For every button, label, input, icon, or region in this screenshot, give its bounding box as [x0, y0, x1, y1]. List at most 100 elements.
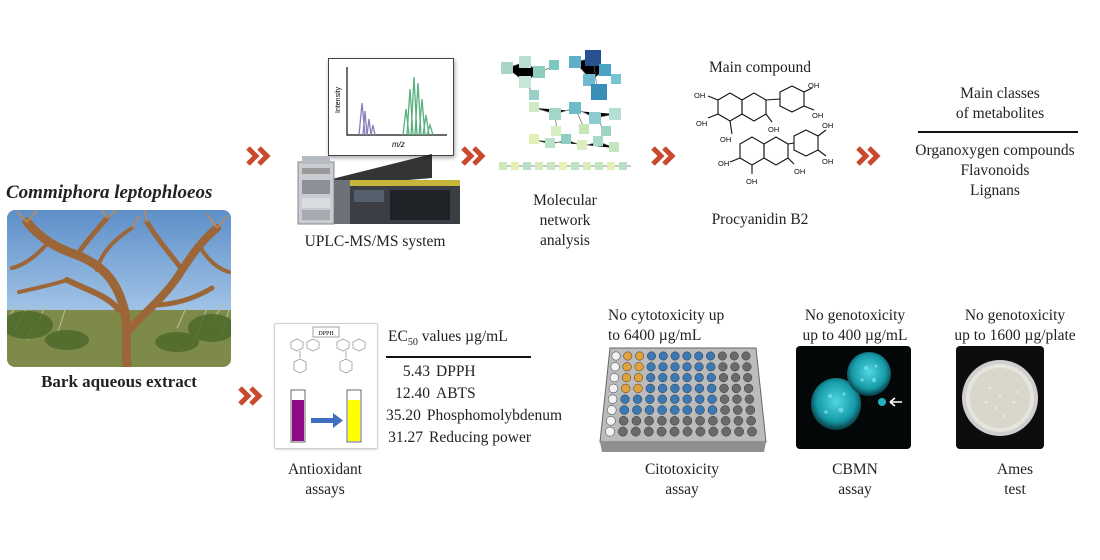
assay-name: ABTS	[436, 385, 476, 403]
plate-well	[670, 373, 680, 383]
plate-well	[618, 416, 629, 426]
y-axis-label: Intensity	[335, 86, 342, 113]
yellow-tube-fill	[348, 400, 360, 441]
plate-well	[746, 416, 756, 426]
plate-well	[670, 394, 680, 404]
assay-name: Reducing power	[428, 429, 531, 447]
molecular-network-image	[499, 50, 631, 170]
petri-dish-image	[956, 346, 1044, 449]
plate-well	[733, 416, 744, 426]
plate-well	[670, 362, 680, 372]
table-row: 12.40 ABTS	[386, 383, 531, 405]
ec50-value: 35.20	[386, 407, 421, 425]
cbmn-label-line2: assay	[838, 481, 872, 498]
plate-well	[720, 405, 730, 415]
plate-well	[621, 383, 631, 394]
double-chevron-right-icon	[238, 386, 263, 406]
plate-well	[729, 351, 739, 361]
mass-spectrum-panel: Intensity m/z	[328, 58, 454, 156]
plate-well	[633, 383, 643, 394]
plate-well	[647, 351, 656, 361]
hydroxyl-label: OH	[822, 121, 833, 130]
plate-well	[669, 426, 680, 437]
double-chevron-right-icon	[461, 146, 486, 166]
hydroxyl-label: OH	[822, 157, 833, 166]
hydroxyl-label: OH	[746, 177, 757, 186]
plate-well	[670, 351, 680, 361]
plate-well	[644, 416, 654, 426]
plate-well	[682, 416, 693, 426]
metabolite-class: Lignans	[970, 182, 1020, 199]
network-label-line1: Molecular	[533, 192, 597, 209]
plate-well	[682, 383, 692, 394]
plate-well	[707, 394, 717, 404]
uplc-instrument-image	[297, 154, 460, 225]
plate-well	[646, 362, 656, 372]
cytotoxicity-note-line1: No cytotoxicity up	[608, 307, 725, 324]
plate-well	[707, 405, 718, 415]
plate-well	[721, 426, 732, 437]
network-label-line3: analysis	[540, 232, 590, 249]
plate-well	[717, 351, 727, 361]
cytotoxicity-note-line2: to 6400 µg/mL	[608, 327, 702, 344]
hydroxyl-label: OH	[812, 111, 823, 120]
dpph-reagent-label: DPPH	[318, 331, 334, 337]
species-title: Commiphora leptophloeos	[6, 182, 213, 203]
plate-well	[669, 405, 680, 415]
plate-well	[743, 373, 753, 383]
plate-well	[694, 351, 704, 361]
plate-well	[630, 426, 641, 437]
plate-well	[720, 416, 731, 426]
plate-well	[670, 383, 680, 394]
plate-well	[634, 362, 644, 372]
plate-well	[718, 362, 728, 372]
plate-well	[719, 394, 730, 404]
cbmn-note-line2: up to 400 µg/mL	[802, 327, 908, 344]
plate-well	[744, 394, 755, 404]
plate-well	[644, 405, 655, 415]
metabolite-class: Organoxygen compounds	[915, 142, 1075, 159]
ec50-table-divider	[386, 356, 531, 359]
plate-well	[706, 351, 715, 361]
plate-well	[619, 405, 630, 415]
plate-well	[706, 373, 716, 383]
plate-well	[682, 362, 692, 372]
plate-well	[682, 426, 693, 437]
ec50-table-header: EC50 values µg/mL	[386, 326, 531, 354]
plate-well	[682, 351, 692, 361]
plate-well	[718, 373, 729, 383]
plate-well	[741, 351, 751, 361]
hydroxyl-label: OH	[718, 159, 729, 168]
plate-well	[708, 426, 719, 437]
cbmn-label-line1: CBMN	[832, 461, 878, 478]
ames-note-line2: up to 1600 µg/plate	[954, 327, 1076, 344]
ames-label-line1: Ames	[996, 461, 1034, 478]
plate-well	[742, 362, 752, 372]
hydroxyl-label: OH	[720, 135, 731, 144]
arrow-shaft	[311, 418, 333, 423]
plate-well	[707, 383, 717, 394]
hydroxyl-label: OH	[768, 125, 779, 134]
plate-well	[645, 383, 655, 394]
assay-name: DPPH	[436, 363, 476, 381]
metabolites-divider	[918, 131, 1078, 133]
plate-well	[645, 394, 655, 404]
plate-well	[657, 405, 667, 415]
ec50-value: 12.40	[395, 385, 430, 403]
double-chevron-right-icon	[246, 146, 271, 166]
double-chevron-right-icon	[856, 146, 881, 166]
plate-well	[622, 362, 632, 372]
plate-well	[632, 394, 643, 404]
plate-well	[682, 405, 693, 415]
arrow-head	[333, 413, 343, 428]
well-plate-96-image	[599, 347, 767, 452]
micronucleus-fluorescence-image	[796, 346, 911, 449]
procyanidin-b2-structure: OH OH OH OH OH OH OH OH OH OH OH	[694, 82, 833, 186]
extract-label: Bark aqueous extract	[41, 372, 197, 391]
hydroxyl-label: OH	[794, 167, 805, 176]
metabolites-header-line2: of metabolites	[955, 105, 1045, 122]
hydroxyl-label: OH	[694, 91, 705, 100]
uplc-label: UPLC-MS/MS system	[304, 233, 446, 250]
